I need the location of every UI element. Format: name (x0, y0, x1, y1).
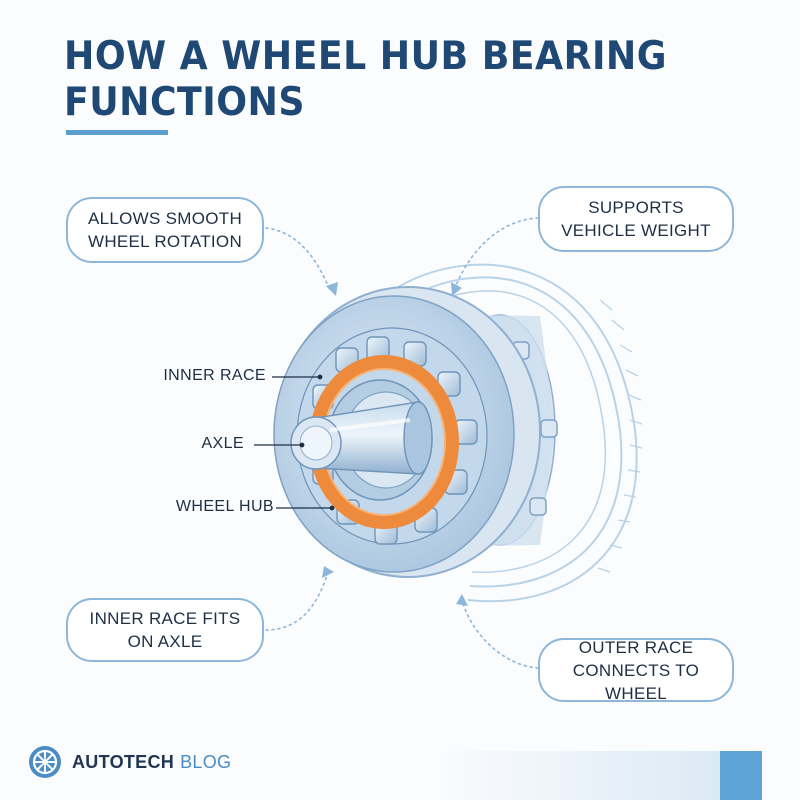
footer-gradient-band (430, 751, 720, 800)
label-axle: AXLE (201, 435, 244, 452)
callout-text: ON AXLE (127, 632, 203, 651)
label-wheel-hub: WHEEL HUB (175, 498, 274, 515)
callout-text: OUTER RACE (578, 637, 694, 657)
callout-text: ALLOWS SMOOTH (87, 209, 243, 228)
wheel-logo-icon (29, 746, 61, 778)
callout-text: CONNECTS TO WHEEL (572, 660, 700, 703)
callout-connectors (265, 217, 539, 669)
title-line-2: FUNCTIONS (64, 80, 305, 125)
callout-arrowheads (322, 282, 468, 606)
callout-smooth-rotation: ALLOWS SMOOTH WHEEL ROTATION (66, 197, 264, 263)
title-line-1: HOW A WHEEL HUB BEARING (64, 34, 667, 79)
label-inner-race: INNER RACE (163, 367, 266, 384)
callout-text: WHEEL ROTATION (87, 232, 243, 251)
callout-inner-race-fits: INNER RACE FITS ON AXLE (66, 598, 264, 662)
callout-text: VEHICLE WEIGHT (561, 221, 711, 240)
footer-accent-block (720, 751, 762, 800)
callout-text: SUPPORTS (588, 198, 684, 217)
callout-vehicle-weight: SUPPORTS VEHICLE WEIGHT (538, 186, 734, 252)
label-leaders (254, 374, 335, 511)
brand-secondary: BLOG (180, 751, 232, 772)
page-title: HOW A WHEEL HUB BEARING FUNCTIONS (64, 34, 667, 126)
title-underline (66, 130, 168, 135)
callout-outer-race: OUTER RACE CONNECTS TO WHEEL (538, 637, 734, 703)
callout-text: INNER RACE FITS (89, 609, 241, 628)
brand-primary: AUTOTECH (72, 751, 175, 772)
axle-shaft (290, 401, 433, 475)
tire-outline (389, 263, 643, 603)
